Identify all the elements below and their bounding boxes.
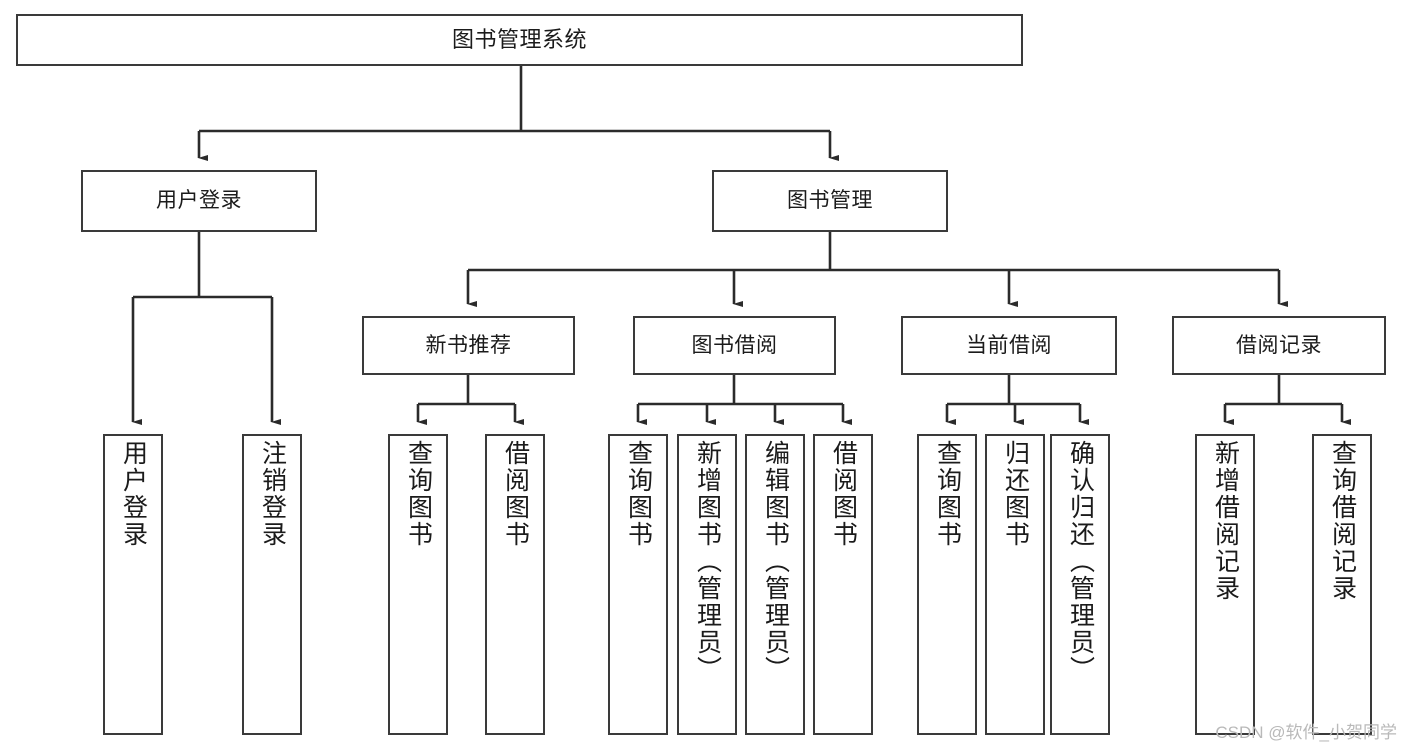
node-book-borrow[interactable]: 图书借阅	[633, 316, 836, 375]
leaf-borrow-add-book-admin[interactable]: 新增图书（管理员）	[677, 434, 737, 735]
node-label: 当前借阅	[966, 333, 1052, 357]
leaf-current-return-book[interactable]: 归还图书	[985, 434, 1045, 735]
node-label: 借阅记录	[1236, 333, 1322, 357]
leaf-record-add-record[interactable]: 新增借阅记录	[1195, 434, 1255, 735]
node-label: 新书推荐	[425, 333, 512, 357]
node-root-system[interactable]: 图书管理系统	[16, 14, 1023, 66]
leaf-recommend-query-book[interactable]: 查询图书	[388, 434, 448, 735]
leaf-recommend-borrow-book[interactable]: 借阅图书	[485, 434, 545, 735]
node-label: 借阅图书	[501, 440, 530, 548]
leaf-current-query-book[interactable]: 查询图书	[917, 434, 977, 735]
node-label: 用户登录	[119, 440, 148, 548]
node-label: 注销登录	[258, 440, 287, 548]
node-label: 查询借阅记录	[1328, 440, 1357, 602]
watermark-text: CSDN @软件_小贺同学	[1215, 723, 1397, 742]
node-label: 新增图书（管理员）	[693, 440, 722, 683]
node-label: 编辑图书（管理员）	[761, 440, 790, 683]
leaf-borrow-edit-book-admin[interactable]: 编辑图书（管理员）	[745, 434, 805, 735]
leaf-current-confirm-return-admin[interactable]: 确认归还（管理员）	[1050, 434, 1110, 735]
leaf-user-login-logout[interactable]: 注销登录	[242, 434, 302, 735]
node-label: 归还图书	[1001, 440, 1030, 548]
node-label: 借阅图书	[829, 440, 858, 548]
node-label: 查询图书	[404, 440, 433, 548]
leaf-record-query-record[interactable]: 查询借阅记录	[1312, 434, 1372, 735]
node-label: 查询图书	[624, 440, 653, 548]
node-user-login[interactable]: 用户登录	[81, 170, 317, 232]
node-label: 确认归还（管理员）	[1066, 440, 1095, 683]
node-label: 图书管理	[787, 189, 873, 213]
node-label: 图书管理系统	[451, 26, 587, 52]
node-book-management[interactable]: 图书管理	[712, 170, 948, 232]
node-borrow-record[interactable]: 借阅记录	[1172, 316, 1386, 375]
node-current-borrow[interactable]: 当前借阅	[901, 316, 1117, 375]
node-label: 查询图书	[933, 440, 962, 548]
node-label: 新增借阅记录	[1211, 440, 1240, 602]
node-label: 用户登录	[156, 189, 242, 213]
leaf-borrow-query-book[interactable]: 查询图书	[608, 434, 668, 735]
leaf-borrow-borrow-book[interactable]: 借阅图书	[813, 434, 873, 735]
leaf-user-login-login[interactable]: 用户登录	[103, 434, 163, 735]
node-label: 图书借阅	[691, 333, 778, 357]
node-new-book-recommend[interactable]: 新书推荐	[362, 316, 575, 375]
